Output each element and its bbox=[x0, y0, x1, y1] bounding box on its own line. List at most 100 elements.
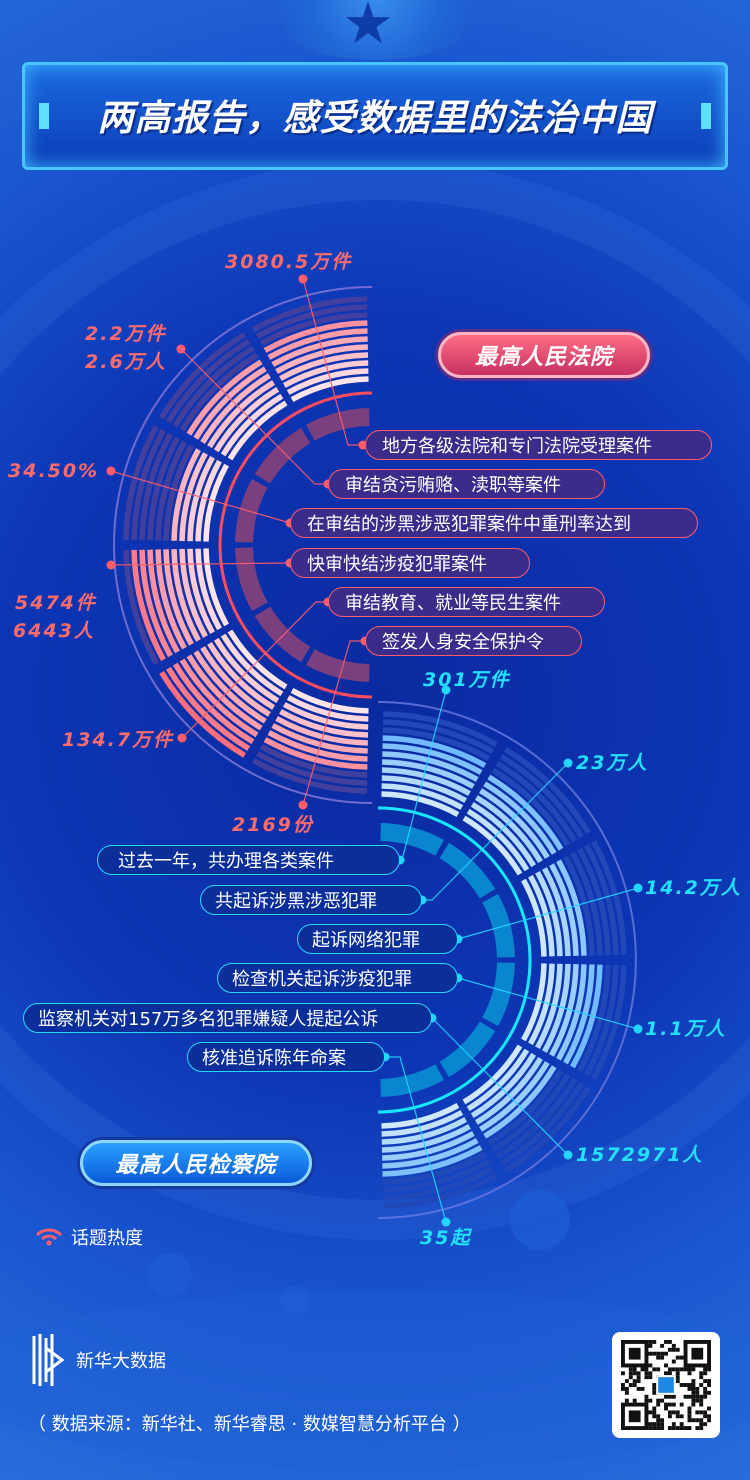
qr-module bbox=[687, 1410, 692, 1415]
qr-module bbox=[683, 1367, 688, 1372]
qr-module bbox=[648, 1375, 653, 1380]
court-ring-bar bbox=[187, 455, 215, 542]
court-ring-bar bbox=[203, 548, 229, 627]
qr-module bbox=[656, 1422, 661, 1427]
court-value-2: 2.6万人 bbox=[85, 351, 167, 373]
court-value: 134.7万件 bbox=[62, 729, 175, 751]
court-ring-bar bbox=[131, 429, 166, 541]
qr-module bbox=[664, 1402, 668, 1407]
procuratorate-ring-bar bbox=[462, 1044, 523, 1105]
qr-module bbox=[660, 1398, 665, 1403]
qr-module bbox=[675, 1379, 680, 1384]
court-ring-bar bbox=[123, 550, 159, 665]
court-value-2: 6443人 bbox=[13, 620, 95, 642]
court-outer-ring bbox=[113, 286, 373, 804]
procuratorate-ring-bar bbox=[542, 963, 571, 1053]
qr-module bbox=[632, 1398, 637, 1403]
procuratorate-ring-bar bbox=[499, 754, 584, 839]
court-org-badge: 最高人民法院 bbox=[438, 332, 650, 378]
qr-module bbox=[675, 1355, 680, 1360]
procuratorate-ring-bar bbox=[383, 1173, 498, 1209]
qr-module bbox=[695, 1418, 700, 1423]
qr-module bbox=[644, 1367, 649, 1372]
court-ring-bar bbox=[263, 737, 368, 770]
court-value: 2169份 bbox=[232, 814, 314, 836]
court-callout-dot bbox=[177, 733, 187, 743]
qr-module bbox=[699, 1422, 704, 1427]
court-ring-bar bbox=[155, 549, 187, 650]
qr-module bbox=[703, 1394, 708, 1399]
court-ring-bar bbox=[147, 436, 180, 541]
qr-module bbox=[660, 1355, 665, 1360]
qr-module bbox=[695, 1426, 700, 1430]
qr-module bbox=[699, 1410, 704, 1415]
procuratorate-ring-bar bbox=[549, 964, 579, 1057]
court-ring-bar bbox=[171, 448, 201, 541]
procuratorate-ring-bar bbox=[528, 874, 555, 957]
procuratorate-ring-bar bbox=[466, 808, 530, 872]
court-inner-band-segment bbox=[254, 427, 311, 484]
court-ring-bar bbox=[193, 650, 267, 724]
court-ring-bar bbox=[220, 393, 284, 457]
procuratorate-ring-bar bbox=[381, 775, 468, 803]
qr-module bbox=[624, 1390, 629, 1395]
qr-module bbox=[667, 1367, 672, 1372]
court-callout-dot bbox=[176, 344, 186, 354]
court-ring-bar bbox=[263, 320, 368, 353]
court-ring-bar bbox=[290, 376, 369, 402]
qr-module bbox=[656, 1355, 661, 1360]
procuratorate-ring-bar bbox=[479, 1061, 550, 1132]
qr-module bbox=[699, 1375, 704, 1380]
qr-module bbox=[687, 1426, 692, 1430]
qr-module bbox=[652, 1390, 657, 1395]
qr-module bbox=[675, 1347, 680, 1352]
procuratorate-ring-bar bbox=[483, 1065, 557, 1139]
court-inner-band-segment bbox=[235, 547, 268, 611]
court-ring-bar bbox=[159, 332, 246, 419]
qr-module bbox=[667, 1371, 672, 1376]
qr-module bbox=[687, 1406, 692, 1411]
qr-module bbox=[652, 1351, 657, 1356]
procuratorate-ring-bar bbox=[382, 1145, 483, 1177]
court-ring-bar bbox=[166, 666, 251, 751]
court-ring-bar bbox=[207, 641, 276, 710]
court-ring-bar bbox=[131, 549, 166, 661]
procuratorate-value: 14.2万人 bbox=[645, 877, 742, 899]
procuratorate-inner-band-segment bbox=[380, 823, 444, 856]
procuratorate-ring-bar bbox=[570, 851, 603, 956]
procuratorate-callout-line bbox=[385, 1056, 447, 1223]
procuratorate-ring-bar bbox=[521, 963, 547, 1042]
court-ring-bar bbox=[186, 654, 263, 731]
procuratorate-ring-bar bbox=[381, 1103, 460, 1129]
court-ring-bar bbox=[155, 440, 187, 541]
procuratorate-item-label: 共起诉涉黑涉恶犯罪 bbox=[200, 885, 422, 915]
procuratorate-callout-dot bbox=[441, 685, 451, 695]
court-callout-dot bbox=[298, 274, 308, 284]
procuratorate-outer-ring bbox=[377, 701, 637, 1219]
court-ring-bar bbox=[187, 548, 215, 635]
qr-module bbox=[648, 1340, 653, 1344]
court-ring-bar bbox=[271, 336, 368, 367]
qr-module bbox=[628, 1383, 633, 1387]
qr-module bbox=[707, 1406, 711, 1411]
qr-module bbox=[660, 1426, 665, 1430]
court-callout-line bbox=[110, 470, 291, 524]
qr-module bbox=[695, 1390, 700, 1395]
procuratorate-value: 1.1万人 bbox=[645, 1018, 727, 1040]
qr-module bbox=[667, 1402, 672, 1407]
court-ring-bar bbox=[172, 345, 255, 428]
court-ring-bar bbox=[275, 716, 368, 746]
qr-module bbox=[695, 1410, 700, 1415]
qr-module bbox=[628, 1347, 641, 1360]
qr-module bbox=[644, 1394, 649, 1399]
qr-code[interactable] bbox=[612, 1332, 720, 1438]
qr-module bbox=[691, 1394, 696, 1399]
procuratorate-ring-bar bbox=[563, 964, 595, 1065]
qr-module bbox=[699, 1394, 704, 1399]
court-ring-bar bbox=[195, 548, 222, 631]
procuratorate-inner-band-segment bbox=[380, 1064, 444, 1097]
qr-module bbox=[707, 1379, 711, 1384]
qr-module bbox=[691, 1418, 696, 1423]
qr-module bbox=[699, 1383, 704, 1387]
court-ring-bar bbox=[252, 296, 367, 332]
